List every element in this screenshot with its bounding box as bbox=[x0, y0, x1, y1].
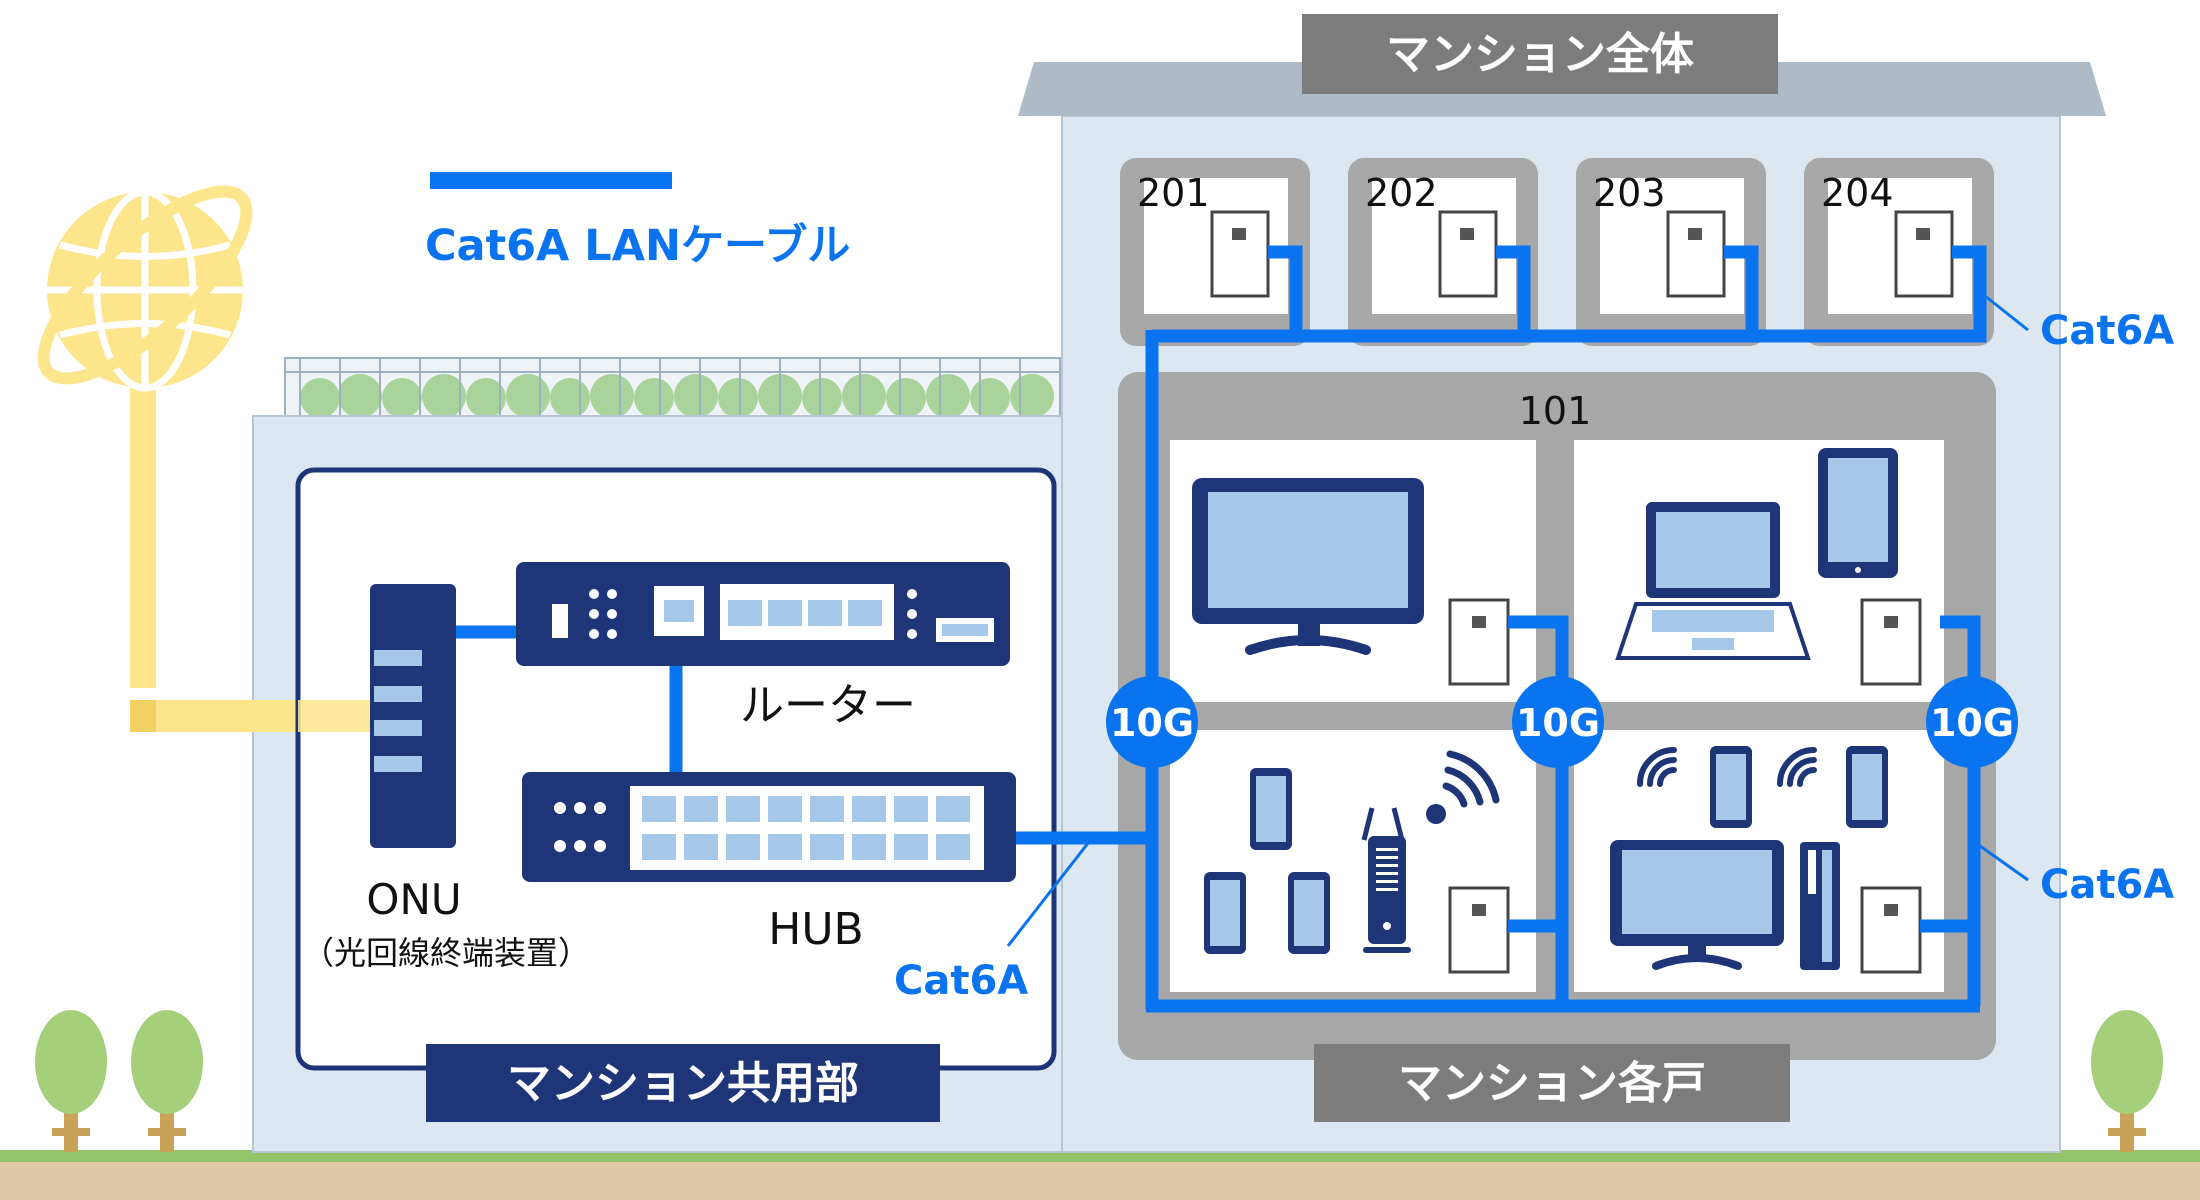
wall-outlet-br bbox=[1860, 886, 1922, 974]
common-area-tag bbox=[426, 1044, 940, 1122]
room-number-201: 201 bbox=[1137, 171, 1210, 215]
units-label: マンション各戸 bbox=[1398, 1058, 1706, 1109]
room-number-101: 101 bbox=[1519, 389, 1592, 433]
whole-building-tag bbox=[1302, 14, 1778, 94]
whole-building-label: マンション全体 bbox=[1386, 29, 1694, 80]
smartphone-icon bbox=[1710, 746, 1752, 828]
wifi-signal-icon bbox=[1426, 750, 1500, 824]
tree-icon bbox=[35, 1010, 107, 1152]
common-area-label: マンション共用部 bbox=[507, 1058, 859, 1109]
tree-icon bbox=[2091, 1010, 2163, 1152]
onu-label: ONU bbox=[366, 875, 461, 924]
cat6a-label-lower: Cat6A bbox=[2040, 862, 2174, 908]
onu-device bbox=[370, 584, 456, 848]
desktop-tower-icon bbox=[1800, 842, 1840, 970]
callout-lines bbox=[1006, 290, 2029, 947]
room-203: 203 bbox=[1576, 158, 1766, 346]
room-number-204: 204 bbox=[1821, 171, 1894, 215]
speed-badge: 10G bbox=[1926, 676, 2018, 768]
cat6a-cables bbox=[454, 245, 1987, 1013]
router-label: ルーター bbox=[740, 680, 916, 731]
units-tag bbox=[1314, 1044, 1790, 1122]
speed-badge: 10G bbox=[1106, 676, 1198, 768]
onu-sublabel: （光回線終端装置） bbox=[302, 934, 590, 972]
wifi-signal-icon bbox=[1637, 747, 1817, 787]
cat6a-label-hub: Cat6A bbox=[894, 958, 1028, 1004]
speed-badge: 10G bbox=[1512, 676, 1604, 768]
room-202: 202 bbox=[1348, 158, 1538, 346]
ground bbox=[0, 1162, 2200, 1200]
tablet-icon bbox=[1818, 448, 1898, 578]
smartphone-icon bbox=[1846, 746, 1888, 828]
tree-icon bbox=[131, 1010, 203, 1152]
fiber-cable bbox=[298, 700, 382, 732]
speed-badge-label: 10G bbox=[1516, 701, 1600, 745]
router-device bbox=[516, 562, 1010, 666]
globe-icon bbox=[37, 185, 415, 732]
speed-badge-label: 10G bbox=[1110, 701, 1194, 745]
tv-icon bbox=[1192, 478, 1424, 655]
wall-outlet-tl bbox=[1448, 598, 1510, 686]
hub-device bbox=[522, 772, 1016, 882]
roof-fence bbox=[284, 357, 1066, 418]
room-201: 201 bbox=[1120, 158, 1310, 346]
speed-badge-label: 10G bbox=[1930, 701, 2014, 745]
cat6a-label-upper: Cat6A bbox=[2040, 308, 2174, 354]
laptop-icon bbox=[1615, 502, 1811, 660]
room-number-203: 203 bbox=[1593, 171, 1666, 215]
desktop-monitor-icon bbox=[1610, 840, 1784, 970]
wifi-router-icon bbox=[1361, 807, 1411, 953]
room-number-202: 202 bbox=[1365, 171, 1438, 215]
smartphone-icon bbox=[1204, 872, 1246, 954]
hub-label: HUB bbox=[768, 904, 863, 955]
legend-line bbox=[430, 172, 672, 189]
wall-outlet-bl bbox=[1448, 886, 1510, 974]
smartphone-icon bbox=[1288, 872, 1330, 954]
room-204: 204 bbox=[1804, 158, 1994, 346]
legend-label: Cat6A LANケーブル bbox=[425, 221, 850, 271]
smartphone-icon bbox=[1250, 768, 1292, 850]
wall-outlet-tr bbox=[1860, 598, 1922, 686]
